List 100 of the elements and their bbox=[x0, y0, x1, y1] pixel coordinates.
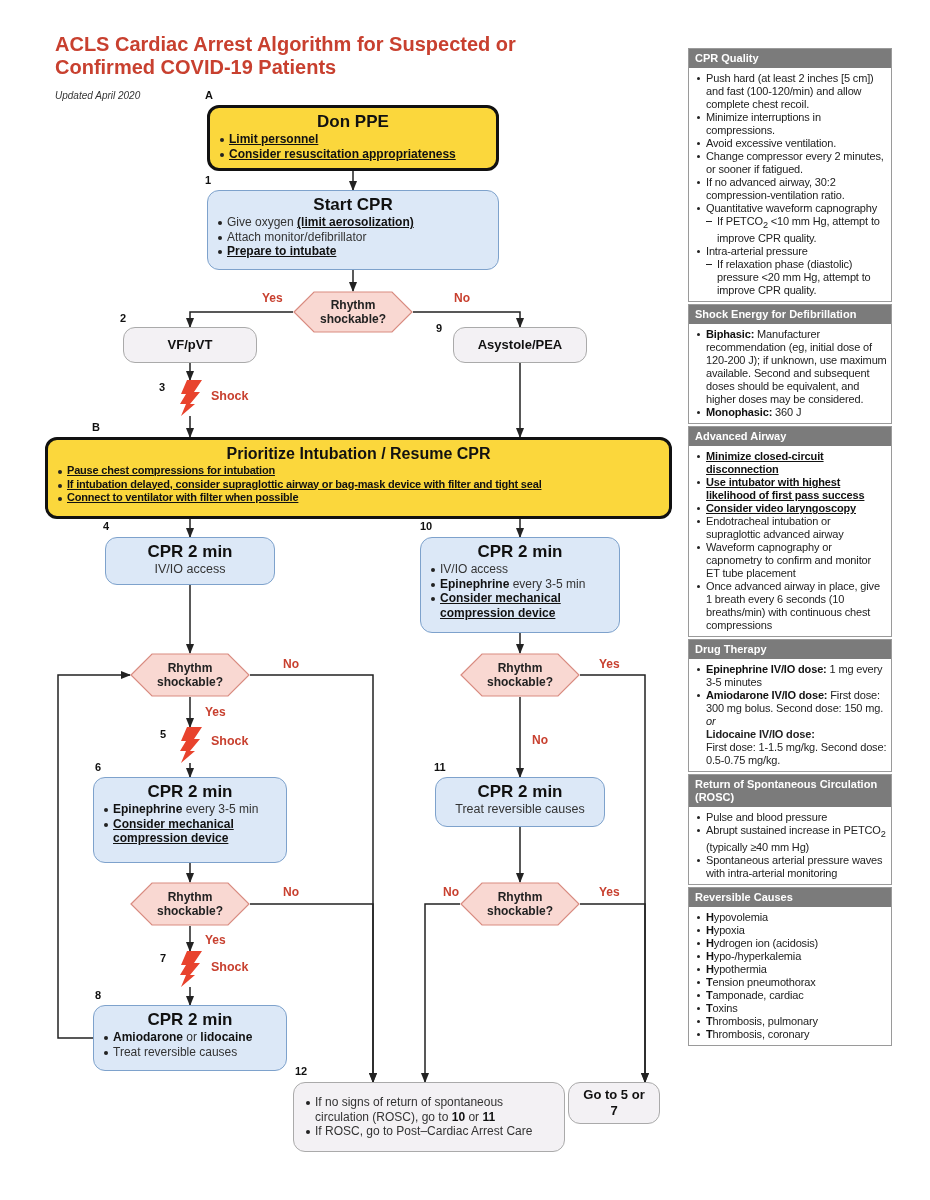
bullet-item: Limit personnel bbox=[218, 132, 488, 147]
step-number: 3 bbox=[159, 381, 166, 393]
bullet-item: Monophasic: 360 J bbox=[695, 406, 887, 420]
arrow bbox=[185, 518, 195, 539]
edge-label: Yes bbox=[203, 933, 228, 947]
box-heading: Don PPE bbox=[316, 111, 390, 132]
step-number: 11 bbox=[434, 761, 446, 773]
decision-label: Rhythm shockable? bbox=[486, 889, 554, 920]
bullet-item: Minimize closed-circuit disconnection bbox=[695, 450, 887, 477]
bullet-item: Epinephrine every 3-5 min bbox=[102, 802, 278, 817]
action-box bbox=[207, 105, 499, 171]
lightning-bolt-icon bbox=[178, 727, 202, 763]
bullet-item: Thrombosis, coronary bbox=[695, 1028, 887, 1042]
step-number: 9 bbox=[436, 322, 443, 334]
decision-label: Rhythm shockable? bbox=[486, 660, 554, 691]
arrow bbox=[185, 584, 195, 655]
shock-label: Shock bbox=[211, 389, 249, 403]
arrow bbox=[515, 518, 525, 539]
note-text: Lidocaine IV/IO dose: First dose: 1-1.5 mg/kg. Second dose: 0.5-0.75 mg/kg. bbox=[705, 728, 887, 768]
edge-label: Yes bbox=[597, 657, 622, 671]
process-box bbox=[93, 777, 287, 863]
process-box bbox=[207, 190, 499, 270]
info-panel bbox=[688, 426, 892, 638]
bullet-item: Hypothermia bbox=[695, 963, 887, 977]
step-number: 7 bbox=[160, 952, 167, 964]
bullet-item: Connect to ventilator with filter when possible bbox=[56, 491, 661, 505]
panel-heading: Reversible Causes bbox=[689, 888, 891, 908]
bullet-item: Endotracheal intubation or supraglottic advanced airway bbox=[695, 515, 887, 542]
edge-label: No bbox=[281, 657, 301, 671]
info-panel bbox=[688, 774, 892, 886]
action-box bbox=[45, 437, 672, 519]
bullet-item: Hydrogen ion (acidosis) bbox=[695, 937, 887, 951]
arrow bbox=[185, 986, 195, 1007]
bullet-item: Toxins bbox=[695, 1002, 887, 1016]
rounded-box bbox=[123, 327, 257, 363]
arrow bbox=[185, 311, 294, 329]
bullet-item: Treat reversible causes bbox=[102, 1044, 278, 1059]
bullet-item: Pause chest compressions for intubation bbox=[56, 464, 661, 478]
arrow bbox=[515, 362, 525, 439]
box-heading: Start CPR bbox=[312, 194, 394, 215]
bullet-item: Biphasic: Manufacturer recommendation (eg, initial dose of 120-200 J); if unknown, use maximum available. Second and subsequent doses should be equivalent, and higher doses may be considered. bbox=[695, 328, 887, 407]
decision-label: Rhythm shockable? bbox=[156, 889, 224, 920]
bullet-item: Consider video laryngoscopy bbox=[695, 502, 887, 516]
bullet-item: Epinephrine IV/IO dose: 1 mg every 3-5 minutes bbox=[695, 663, 887, 690]
lightning-bolt-icon bbox=[178, 951, 202, 987]
bullet-item: Pulse and blood pressure bbox=[695, 811, 887, 825]
arrow bbox=[185, 415, 195, 439]
bullet-item: Attach monitor/defibrillator bbox=[216, 229, 490, 244]
info-panel bbox=[688, 304, 892, 425]
arrow bbox=[185, 696, 195, 729]
arrow bbox=[579, 903, 650, 1084]
process-box bbox=[105, 537, 275, 585]
rounded-box bbox=[568, 1082, 660, 1124]
step-number: 6 bbox=[95, 761, 102, 773]
arrow bbox=[185, 862, 195, 884]
bullet-item: Thrombosis, pulmonary bbox=[695, 1015, 887, 1029]
arrow bbox=[348, 170, 358, 192]
note-text: or bbox=[705, 715, 717, 729]
step-number: 10 bbox=[420, 520, 433, 532]
bullet-item: If ROSC, go to Post–Cardiac Arrest Care bbox=[304, 1124, 554, 1139]
arrow bbox=[515, 826, 525, 884]
info-panel bbox=[688, 887, 892, 1047]
sub-bullet-item: If PETCO$_{2}$ <10 mm Hg, attempt to improve CPR quality. bbox=[695, 215, 887, 246]
bullet-item: Amiodarone or lidocaine bbox=[102, 1030, 278, 1045]
edge-label: Yes bbox=[597, 885, 622, 899]
decision-hexagon bbox=[460, 882, 580, 926]
bullet-item: Consider mechanical compression device bbox=[102, 816, 278, 846]
arrow bbox=[249, 903, 378, 1084]
arrow bbox=[185, 762, 195, 779]
box-text: Treat reversible causes bbox=[454, 802, 586, 817]
step-number: 12 bbox=[295, 1065, 308, 1077]
bullet-item: Quantitative waveform capnography bbox=[695, 202, 887, 215]
bullet-item: Epinephrine every 3-5 min bbox=[429, 576, 611, 591]
panel-heading: Shock Energy for Defibrillation bbox=[689, 305, 891, 325]
box-text: Go to 5 or 7 bbox=[582, 1087, 646, 1119]
arrow bbox=[515, 632, 525, 655]
process-box bbox=[93, 1005, 287, 1071]
step-number: A bbox=[205, 89, 213, 101]
title: ACLS Cardiac Arrest Algorithm for Suspected or Confirmed COVID-19 Patients bbox=[55, 33, 517, 79]
edge-label: No bbox=[441, 885, 461, 899]
arrow bbox=[412, 311, 525, 329]
panel-heading: CPR Quality bbox=[689, 49, 891, 68]
bullet-item: Give oxygen (limit aerosolization) bbox=[216, 215, 490, 230]
bullet-item: If intubation delayed, consider supraglottic airway or bag-mask device with filter and tight seal bbox=[56, 477, 661, 491]
bullet-item: Push hard (at least 2 inches [5 cm]) and fast (100-120/min) and allow complete chest recoil. bbox=[695, 72, 887, 111]
step-number: 5 bbox=[160, 728, 167, 740]
shock-label: Shock bbox=[211, 734, 249, 748]
bullet-item: Hypo-/hyperkalemia bbox=[695, 950, 887, 964]
bullet-item: Consider resuscitation appropriateness bbox=[218, 146, 488, 161]
decision-label: Rhythm shockable? bbox=[156, 660, 224, 691]
edge-label: No bbox=[452, 291, 472, 305]
step-number: 2 bbox=[120, 312, 127, 324]
edge-label: Yes bbox=[203, 705, 228, 719]
date-note: Updated April 2020 bbox=[55, 90, 141, 101]
arrow bbox=[348, 269, 358, 293]
process-box bbox=[435, 777, 605, 827]
lightning-bolt-icon bbox=[178, 380, 202, 416]
box-heading: Prioritize Intubation / Resume CPR bbox=[225, 444, 492, 464]
bullet-item: Change compressor every 2 minutes, or sooner if fatigued. bbox=[695, 150, 887, 176]
bullet-item: Hypoxia bbox=[695, 924, 887, 938]
